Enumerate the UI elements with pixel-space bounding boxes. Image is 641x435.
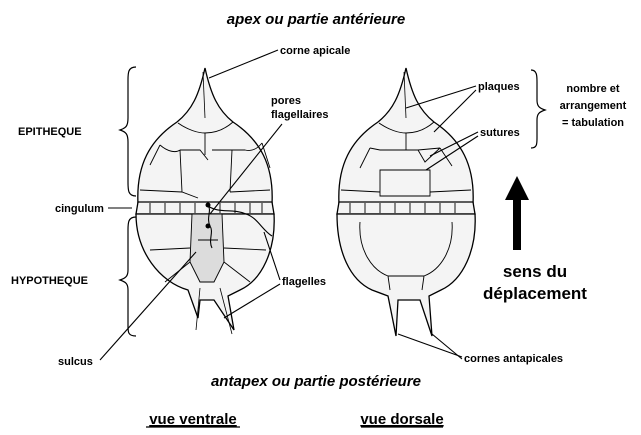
- movement-arrow: [505, 176, 529, 250]
- label-flagellaires: flagellaires: [271, 109, 328, 121]
- label-hypotheque: HYPOTHEQUE: [11, 275, 88, 287]
- plaques-leader-1: [406, 86, 476, 108]
- ventral-cell: [136, 68, 274, 334]
- title-apex: apex ou partie antérieure: [227, 11, 405, 28]
- label-nombre-et: nombre et: [566, 83, 620, 95]
- title-antapex: antapex ou partie postérieure: [211, 373, 421, 390]
- sulcus-leader: [100, 252, 196, 360]
- caption-vue-dorsale: vue dorsale: [360, 411, 443, 428]
- corne-apicale-leader: [209, 50, 278, 78]
- label-epitheque: EPITHEQUE: [18, 126, 82, 138]
- label-sulcus: sulcus: [58, 356, 93, 368]
- label-arrangement: arrangement: [560, 100, 627, 112]
- label-sens-du: sens du: [503, 262, 567, 281]
- label-sutures: sutures: [480, 127, 520, 139]
- label-corne-apicale: corne apicale: [280, 45, 350, 57]
- cornes-antapicales-leader-2: [432, 334, 462, 359]
- plaques-leader-2: [434, 90, 476, 132]
- tabulation-brace: [531, 70, 545, 148]
- label-cingulum: cingulum: [55, 203, 104, 215]
- label-plaques: plaques: [478, 81, 520, 93]
- epitheque-brace: [120, 67, 136, 196]
- cornes-antapicales-leader-1: [398, 334, 462, 357]
- label-pores: pores: [271, 95, 301, 107]
- label-flagelles: flagelles: [282, 276, 326, 288]
- ventral-flagellar-pore-1: [206, 203, 211, 208]
- label-tabulation: = tabulation: [562, 117, 624, 129]
- dorsal-cingulum-band: [337, 202, 475, 214]
- label-cornes-antapicales: cornes antapicales: [464, 353, 563, 365]
- hypotheque-brace: [120, 217, 136, 336]
- dorsal-hypotheque-outline: [337, 214, 475, 336]
- ventral-flagellar-pore-2: [206, 224, 211, 229]
- ventral-cingulum-band: [136, 202, 274, 214]
- caption-vue-ventrale: vue ventrale: [149, 411, 237, 428]
- label-deplacement: déplacement: [483, 284, 587, 303]
